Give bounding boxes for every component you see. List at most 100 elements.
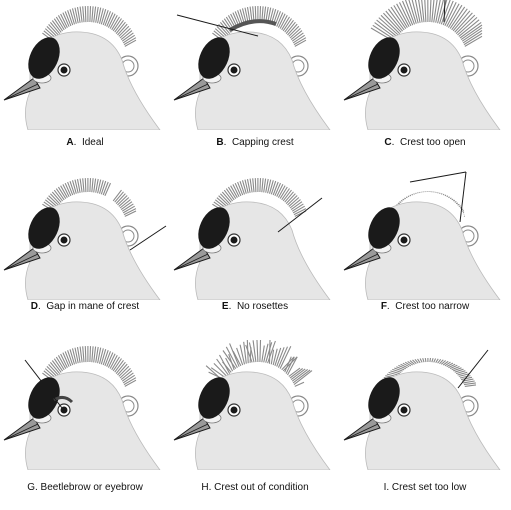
crest-feather (448, 197, 449, 198)
panel-e: E. No rosettes (170, 170, 340, 340)
crest-feather (80, 7, 82, 23)
caption-separator: . (386, 482, 389, 493)
crest-feather (443, 194, 444, 195)
crest-feather (404, 198, 406, 199)
crest-feather (406, 197, 407, 198)
crest-feather (418, 192, 419, 193)
caption-text: Ideal (82, 137, 104, 148)
caption-d: D. Gap in mane of crest (0, 301, 170, 312)
pigeon-head (174, 6, 330, 130)
crest-feather (80, 347, 82, 363)
caption-a: A. Ideal (0, 137, 170, 148)
caption-g: G. Beetlebrow or eyebrow (0, 482, 170, 493)
panel-g: G. Beetlebrow or eyebrow (0, 340, 170, 510)
crest-feather (420, 192, 421, 193)
caption-letter: E (222, 301, 229, 312)
pigeon-head (174, 340, 330, 470)
caption-text: Capping crest (232, 137, 294, 148)
caption-b: B. Capping crest (170, 137, 340, 148)
caption-h: H. Crest out of condition (170, 482, 340, 493)
crest-feather (420, 359, 422, 363)
crest-feather (410, 195, 411, 196)
crest-feather (94, 7, 96, 23)
caption-separator: . (229, 301, 232, 312)
crest-feather (450, 198, 451, 199)
caption-separator: . (74, 137, 77, 148)
panel-c: C. Crest too open (340, 0, 510, 170)
pigeon-head-illustration (340, 170, 510, 300)
crest-feather (430, 358, 431, 362)
eye (61, 237, 68, 244)
crest-feather (83, 178, 84, 192)
panel-f: F. Crest too narrow (340, 170, 510, 340)
eye (401, 407, 408, 414)
crest-feather (250, 179, 252, 193)
pigeon-head (344, 350, 500, 470)
caption-e: E. No rosettes (170, 301, 340, 312)
crest-feather (101, 9, 105, 24)
crest-feather (440, 193, 441, 194)
pointer-line (177, 15, 258, 36)
crest-feather (452, 199, 454, 200)
eye (401, 237, 408, 244)
crest-feather (90, 178, 91, 192)
caption-f: F. Crest too narrow (340, 301, 510, 312)
caption-separator: . (35, 482, 38, 493)
panel-h: H. Crest out of condition (170, 340, 340, 510)
crest-feather (255, 178, 256, 192)
crest-feather (441, 194, 442, 195)
crest-feather (465, 385, 476, 387)
pigeon-head (4, 346, 160, 470)
panel-a: A. Ideal (0, 0, 170, 170)
crest-feather (83, 6, 84, 22)
caption-text: Gap in mane of crest (46, 301, 139, 312)
crest-feather (408, 196, 409, 197)
crest-feather (92, 6, 93, 22)
pigeon-head-illustration (0, 170, 170, 300)
crest-feather (425, 0, 426, 22)
panel-d: D. Gap in mane of crest (0, 170, 170, 340)
pigeon-head-illustration (170, 0, 340, 130)
pigeon-head-illustration (0, 340, 170, 470)
pigeon-head (4, 6, 160, 130)
crest-feather (434, 0, 438, 22)
caption-letter: G (27, 482, 35, 493)
caption-letter: B (216, 137, 223, 148)
crest-feather (101, 349, 105, 364)
crest-feather (85, 6, 86, 22)
crest-feather (403, 199, 405, 200)
crest-feather (436, 192, 437, 193)
crest-feather (397, 4, 410, 27)
crest-feather (432, 358, 433, 362)
pigeon-head-illustration (340, 340, 510, 470)
caption-separator: . (392, 137, 395, 148)
caption-letter: D (31, 301, 38, 312)
crest-feather (447, 196, 448, 197)
panel-i: I. Crest set too low (340, 340, 510, 510)
panel-b: B. Capping crest (170, 0, 340, 170)
pigeon-head-illustration (170, 170, 340, 300)
crest-feather (90, 6, 91, 22)
pigeon-head-illustration (170, 340, 340, 470)
crest-feather (85, 178, 86, 192)
eye (61, 67, 68, 74)
crest-feather (401, 201, 403, 202)
caption-text: Crest too open (400, 137, 466, 148)
eye (231, 237, 238, 244)
pigeon-head (174, 178, 330, 300)
caption-c: C. Crest too open (340, 137, 510, 148)
crest-feather (270, 340, 271, 364)
crest-feather (434, 359, 436, 363)
caption-separator: . (209, 482, 212, 493)
crest-feather (455, 202, 457, 203)
pointer-line (410, 172, 466, 182)
crest-feather (92, 178, 93, 192)
caption-letter: A (66, 137, 73, 148)
crest-feather (399, 202, 401, 203)
crest-feather (92, 346, 93, 362)
crest-feather (90, 346, 91, 362)
crest-feather (257, 340, 258, 362)
crest-feather (264, 179, 266, 193)
crest-feather (464, 383, 476, 385)
pointer-line (460, 172, 466, 222)
